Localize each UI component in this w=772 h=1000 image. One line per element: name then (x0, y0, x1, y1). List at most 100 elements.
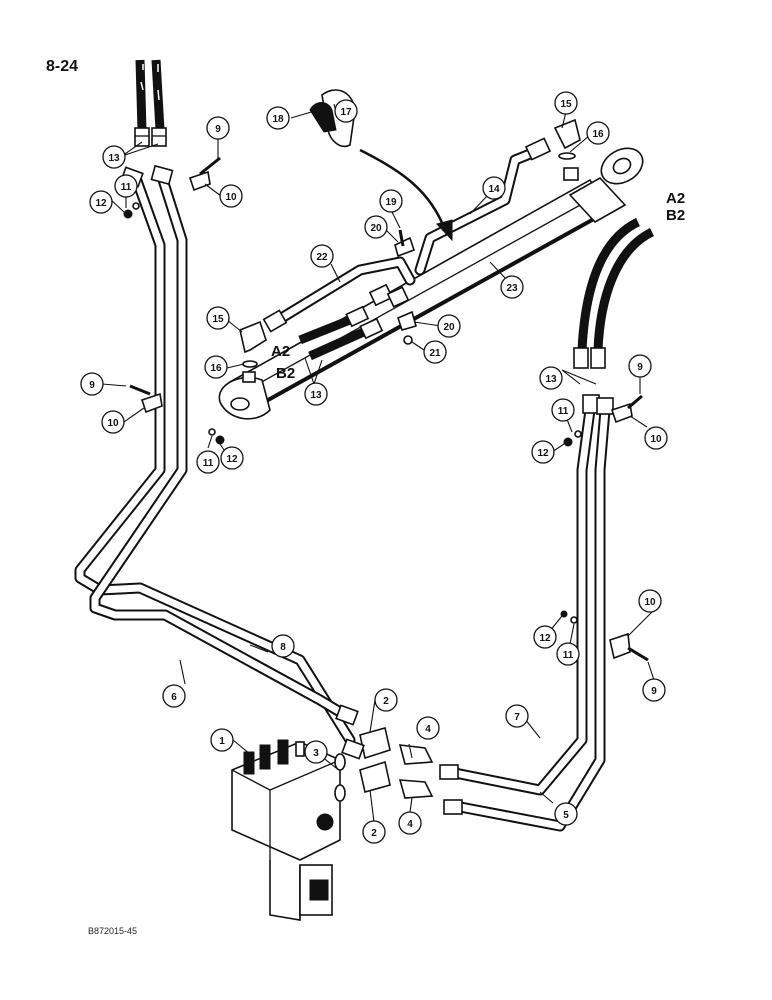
callout-16: 16 (586, 121, 610, 145)
callout-2: 2 (374, 688, 398, 712)
callout-20: 20 (437, 314, 461, 338)
callout-12: 12 (531, 440, 555, 464)
svg-text:23: 23 (506, 283, 518, 294)
svg-text:9: 9 (89, 380, 95, 391)
callout-9: 9 (628, 354, 652, 378)
svg-text:22: 22 (316, 252, 328, 263)
svg-text:21: 21 (429, 348, 441, 359)
svg-text:12: 12 (226, 454, 238, 465)
callout-2: 2 (362, 820, 386, 844)
callout-9: 9 (642, 678, 666, 702)
svg-text:19: 19 (385, 197, 397, 208)
callout-15: 15 (554, 91, 578, 115)
left-hoses (134, 59, 167, 147)
callout-8: 8 (271, 634, 295, 658)
clamps-cylinder (394, 229, 417, 345)
svg-text:11: 11 (203, 458, 214, 469)
svg-text:9: 9 (651, 686, 657, 697)
svg-text:13: 13 (108, 153, 120, 164)
svg-text:20: 20 (370, 223, 382, 234)
figure-code: B872015-45 (88, 926, 138, 936)
callout-15: 15 (206, 306, 230, 330)
callout-4: 4 (416, 716, 440, 740)
callout-1: 1 (210, 728, 234, 752)
callout-6: 6 (162, 684, 186, 708)
svg-text:12: 12 (537, 448, 549, 459)
callout-10: 10 (101, 410, 125, 434)
callout-10: 10 (219, 184, 243, 208)
port-label-a2-right: A2 (666, 190, 685, 207)
tube-5 (449, 404, 611, 832)
callout-13: 13 (539, 366, 563, 390)
control-valve (231, 739, 341, 921)
fittings-15-16 (239, 118, 581, 368)
svg-text:2: 2 (383, 696, 389, 707)
svg-text:13: 13 (310, 390, 322, 401)
callout-11: 11 (196, 450, 220, 474)
callout-12: 12 (220, 446, 244, 470)
svg-text:3: 3 (313, 748, 319, 759)
callout-3: 3 (304, 740, 328, 764)
svg-text:9: 9 (215, 124, 221, 135)
svg-text:4: 4 (425, 724, 431, 735)
svg-text:7: 7 (514, 712, 520, 723)
clamps-right (560, 394, 649, 662)
svg-text:15: 15 (560, 99, 572, 110)
callout-11: 11 (114, 174, 138, 198)
tube-6 (74, 172, 356, 746)
svg-text:20: 20 (443, 322, 455, 333)
callout-4: 4 (398, 811, 422, 835)
svg-text:5: 5 (563, 810, 569, 821)
right-hoses (573, 217, 655, 415)
callout-11: 11 (556, 642, 580, 666)
callout-5: 5 (554, 802, 578, 826)
callout-9: 9 (80, 372, 104, 396)
page-number: 8-24 (46, 58, 79, 75)
callout-22: 22 (310, 244, 334, 268)
port-label-b2-right: B2 (666, 207, 685, 224)
svg-text:4: 4 (407, 819, 413, 830)
tube-14 (414, 137, 552, 276)
svg-text:12: 12 (539, 633, 551, 644)
valve-fittings (334, 704, 463, 815)
port-label-a2-left: A2 (271, 343, 290, 360)
svg-text:15: 15 (212, 314, 224, 325)
callout-13: 13 (102, 145, 126, 169)
callout-10: 10 (644, 426, 668, 450)
svg-text:17: 17 (340, 107, 352, 118)
svg-text:8: 8 (280, 642, 286, 653)
clamps-mid-left (129, 384, 225, 445)
callout-21: 21 (423, 340, 447, 364)
callout-9: 9 (206, 116, 230, 140)
svg-text:2: 2 (371, 828, 377, 839)
callout-12: 12 (533, 625, 557, 649)
svg-text:16: 16 (592, 129, 604, 140)
callout-13: 13 (304, 382, 328, 406)
svg-text:10: 10 (650, 434, 662, 445)
callout-10: 10 (638, 589, 662, 613)
callout-11: 11 (551, 398, 575, 422)
svg-text:9: 9 (637, 362, 643, 373)
clamps-top-left (123, 156, 221, 219)
svg-text:10: 10 (644, 597, 656, 608)
svg-text:13: 13 (545, 374, 557, 385)
tube-7 (444, 404, 596, 796)
svg-text:16: 16 (210, 363, 222, 374)
tube-8 (89, 174, 356, 724)
callout-14: 14 (482, 176, 506, 200)
port-label-b2-left: B2 (276, 365, 295, 382)
svg-text:12: 12 (95, 198, 107, 209)
svg-text:14: 14 (488, 184, 500, 195)
svg-text:10: 10 (107, 418, 119, 429)
callout-7: 7 (505, 704, 529, 728)
tube-22 (262, 256, 416, 333)
svg-text:11: 11 (121, 182, 132, 193)
svg-text:11: 11 (563, 650, 574, 661)
callout-19: 19 (379, 189, 403, 213)
svg-text:10: 10 (225, 192, 237, 203)
svg-text:1: 1 (219, 736, 225, 747)
callout-12: 12 (89, 190, 113, 214)
svg-text:11: 11 (558, 406, 569, 417)
svg-text:18: 18 (272, 114, 284, 125)
